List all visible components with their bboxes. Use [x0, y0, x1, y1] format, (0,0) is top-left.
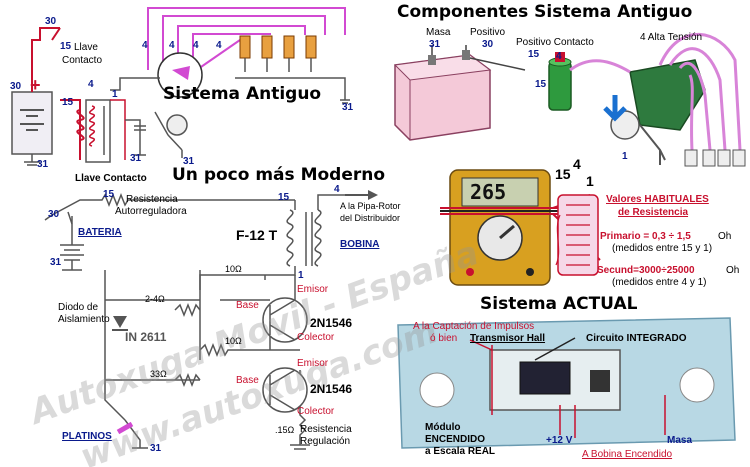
label-bateria: BATERIA: [78, 227, 122, 238]
label-diodo: Diodo de: [58, 302, 99, 313]
label-q2: 2N1546: [310, 382, 353, 396]
label-4-a: 4: [142, 40, 148, 51]
label-positivo: Positivo: [470, 27, 506, 38]
label-resistencia-reg: Resistencia: [300, 424, 352, 435]
label-pipa-2: del Distribuidor: [340, 213, 401, 223]
label-colector-2: Colector: [297, 406, 335, 417]
valores-primario-unit: Oh: [718, 231, 732, 242]
label-bobina: BOBINA: [340, 239, 380, 250]
label-mod-15-b: 15: [278, 192, 290, 203]
label-encendido: ENCENDIDO: [425, 434, 486, 445]
label-mod-4: 4: [334, 184, 340, 195]
label-r-10-a: 10Ω: [225, 264, 242, 274]
label-captacion: A la Captación de Impulsos: [413, 321, 535, 332]
label-masa-31: 31: [429, 39, 441, 50]
label-emisor-2: Emisor: [297, 358, 329, 369]
label-31-cap: 31: [130, 153, 142, 164]
label-1-coil: 1: [112, 89, 118, 100]
label-circuito-integrado: Circuito INTEGRADO: [586, 333, 687, 344]
label-resistencia: Resistencia: [126, 194, 178, 205]
label-mod-31: 31: [50, 257, 62, 268]
meter-display: 265: [470, 180, 507, 204]
label-comp-4: 4: [556, 51, 562, 62]
label-4-c: 4: [193, 40, 199, 51]
title-moderno: Un poco más Moderno: [172, 165, 386, 185]
label-positivo-contacto: Positivo Contacto: [516, 37, 594, 48]
label-r-2-4: 2-4Ω: [145, 294, 165, 304]
label-31-plugs: 31: [342, 102, 354, 113]
label-transmisor-hall: Transmisor Hall: [470, 333, 546, 344]
label-o-bien: ó bien: [430, 333, 458, 344]
label-escala-real: a Escala REAL: [425, 446, 496, 457]
label-comp-1: 1: [622, 151, 628, 162]
label-comp-15: 15: [535, 79, 547, 90]
label-pipa-1: A la Pipa-Rotor: [340, 201, 401, 211]
valores-secundario-unit: Oh: [726, 265, 740, 276]
valores-heading-1: Valores HABITUALES: [606, 194, 709, 205]
label-mod-15: 15: [103, 189, 115, 200]
valores-heading-2: de Resistencia: [618, 207, 689, 218]
label-llave: Llave: [74, 42, 98, 53]
label-autorreguladora: Autorreguladora: [115, 206, 187, 217]
label-plus-bat: +: [30, 75, 41, 95]
label-q1: 2N1546: [310, 316, 353, 330]
label-regulacion: Regulación: [300, 436, 351, 447]
label-masa-actual: Masa: [667, 435, 693, 446]
label-meter-15: 15: [555, 166, 571, 182]
label-colector-1: Colector: [297, 332, 335, 343]
label-alta-tension: 4 Alta Tensión: [640, 32, 703, 43]
label-15-coil: 15: [62, 97, 74, 108]
valores-primario-note: (medidos entre 15 y 1): [612, 243, 713, 254]
label-a-bobina: A Bobina Encendido: [582, 449, 673, 460]
label-4-d: 4: [216, 40, 222, 51]
label-platinos: PLATINOS: [62, 431, 112, 442]
label-contacto: Contacto: [62, 55, 103, 66]
label-meter-1: 1: [586, 173, 594, 189]
title-sistema-antiguo: Sistema Antiguo: [163, 84, 322, 104]
label-aislamiento: Aislamiento: [58, 314, 110, 325]
label-30-top: 30: [45, 16, 57, 27]
label-r-10-b: 10Ω: [225, 336, 242, 346]
label-r-33: 33Ω: [150, 369, 167, 379]
valores-secundario: Secund=3000÷25000: [597, 265, 695, 276]
label-15-llave: 15: [60, 41, 72, 52]
label-30-bat: 30: [10, 81, 22, 92]
label-emisor-1: Emisor: [297, 284, 329, 295]
label-in2611: IN 2611: [125, 330, 167, 344]
label-masa: Masa: [426, 27, 451, 38]
label-modulo: Módulo: [425, 422, 461, 433]
label-llave-contacto: Llave Contacto: [75, 173, 147, 184]
valores-primario: Primario = 0,3 ÷ 1,5: [600, 231, 691, 242]
label-f12t: F-12 T: [236, 227, 278, 243]
title-actual: Sistema ACTUAL: [480, 294, 638, 314]
label-mod-1: 1: [298, 270, 304, 281]
label-base-2: Base: [236, 375, 259, 386]
label-meter-4: 4: [573, 156, 581, 172]
label-12v: +12 V: [546, 435, 573, 446]
label-4-b: 4: [169, 40, 175, 51]
label-31-bat: 31: [37, 159, 49, 170]
label-r-015: .15Ω: [275, 425, 295, 435]
label-positivo-30: 30: [482, 39, 494, 50]
title-componentes: Componentes Sistema Antiguo: [397, 2, 693, 22]
label-mod-31-b: 31: [150, 443, 162, 454]
label-31-points: 31: [183, 156, 195, 167]
valores-secundario-note: (medidos entre 4 y 1): [612, 277, 707, 288]
label-base-1: Base: [236, 300, 259, 311]
label-pc-15: 15: [528, 49, 540, 60]
label-4-e: 4: [88, 79, 94, 90]
label-mod-30: 30: [48, 209, 60, 220]
